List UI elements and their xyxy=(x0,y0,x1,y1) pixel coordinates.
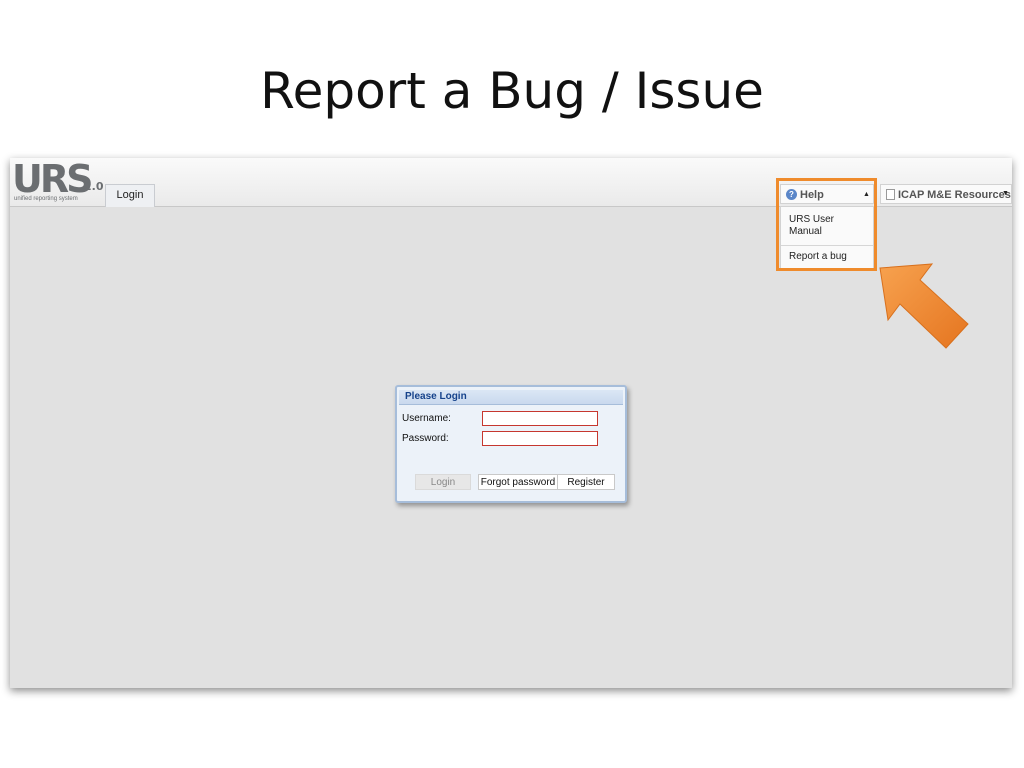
forgot-password-button[interactable]: Forgot password xyxy=(478,474,558,490)
question-circle-icon: ? xyxy=(786,189,797,200)
annotation-highlight-box xyxy=(776,178,877,271)
menu-divider xyxy=(781,245,873,246)
login-dialog-header: Please Login xyxy=(399,390,623,405)
help-label: Help xyxy=(800,189,824,201)
app-screenshot: URS 2.0 unified reporting system Login ?… xyxy=(10,157,1012,688)
login-button[interactable]: Login xyxy=(415,474,471,490)
tab-login[interactable]: Login xyxy=(105,184,155,207)
login-dialog-title: Please Login xyxy=(405,391,467,402)
urs-logo: URS 2.0 unified reporting system xyxy=(12,157,108,206)
icap-resources-menu-button[interactable]: ICAP M&E Resources ▼ xyxy=(880,184,1012,204)
password-input[interactable] xyxy=(482,431,598,446)
logo-name: URS xyxy=(12,157,93,201)
logo-tagline: unified reporting system xyxy=(14,196,78,202)
username-input[interactable] xyxy=(482,411,598,426)
login-dialog: Please Login Username: Password: Login F… xyxy=(395,385,627,503)
caret-down-icon: ▼ xyxy=(1002,190,1009,197)
caret-up-icon: ▲ xyxy=(863,191,870,198)
menu-item-user-manual[interactable]: URS User Manual xyxy=(789,214,835,237)
document-icon xyxy=(886,189,895,200)
logo-version: 2.0 xyxy=(84,180,104,193)
help-menu-button[interactable]: ? Help ▲ xyxy=(780,184,874,204)
icap-resources-label: ICAP M&E Resources xyxy=(898,189,1011,201)
slide-title: Report a Bug / Issue xyxy=(260,62,764,120)
password-label: Password: xyxy=(402,433,449,444)
help-dropdown-menu: URS User Manual Report a bug xyxy=(780,206,874,270)
register-button[interactable]: Register xyxy=(557,474,615,490)
menu-item-report-bug[interactable]: Report a bug xyxy=(789,251,847,262)
username-label: Username: xyxy=(402,413,451,424)
pointer-arrow-icon xyxy=(876,262,972,357)
top-bar: URS 2.0 unified reporting system Login ?… xyxy=(10,157,1012,207)
